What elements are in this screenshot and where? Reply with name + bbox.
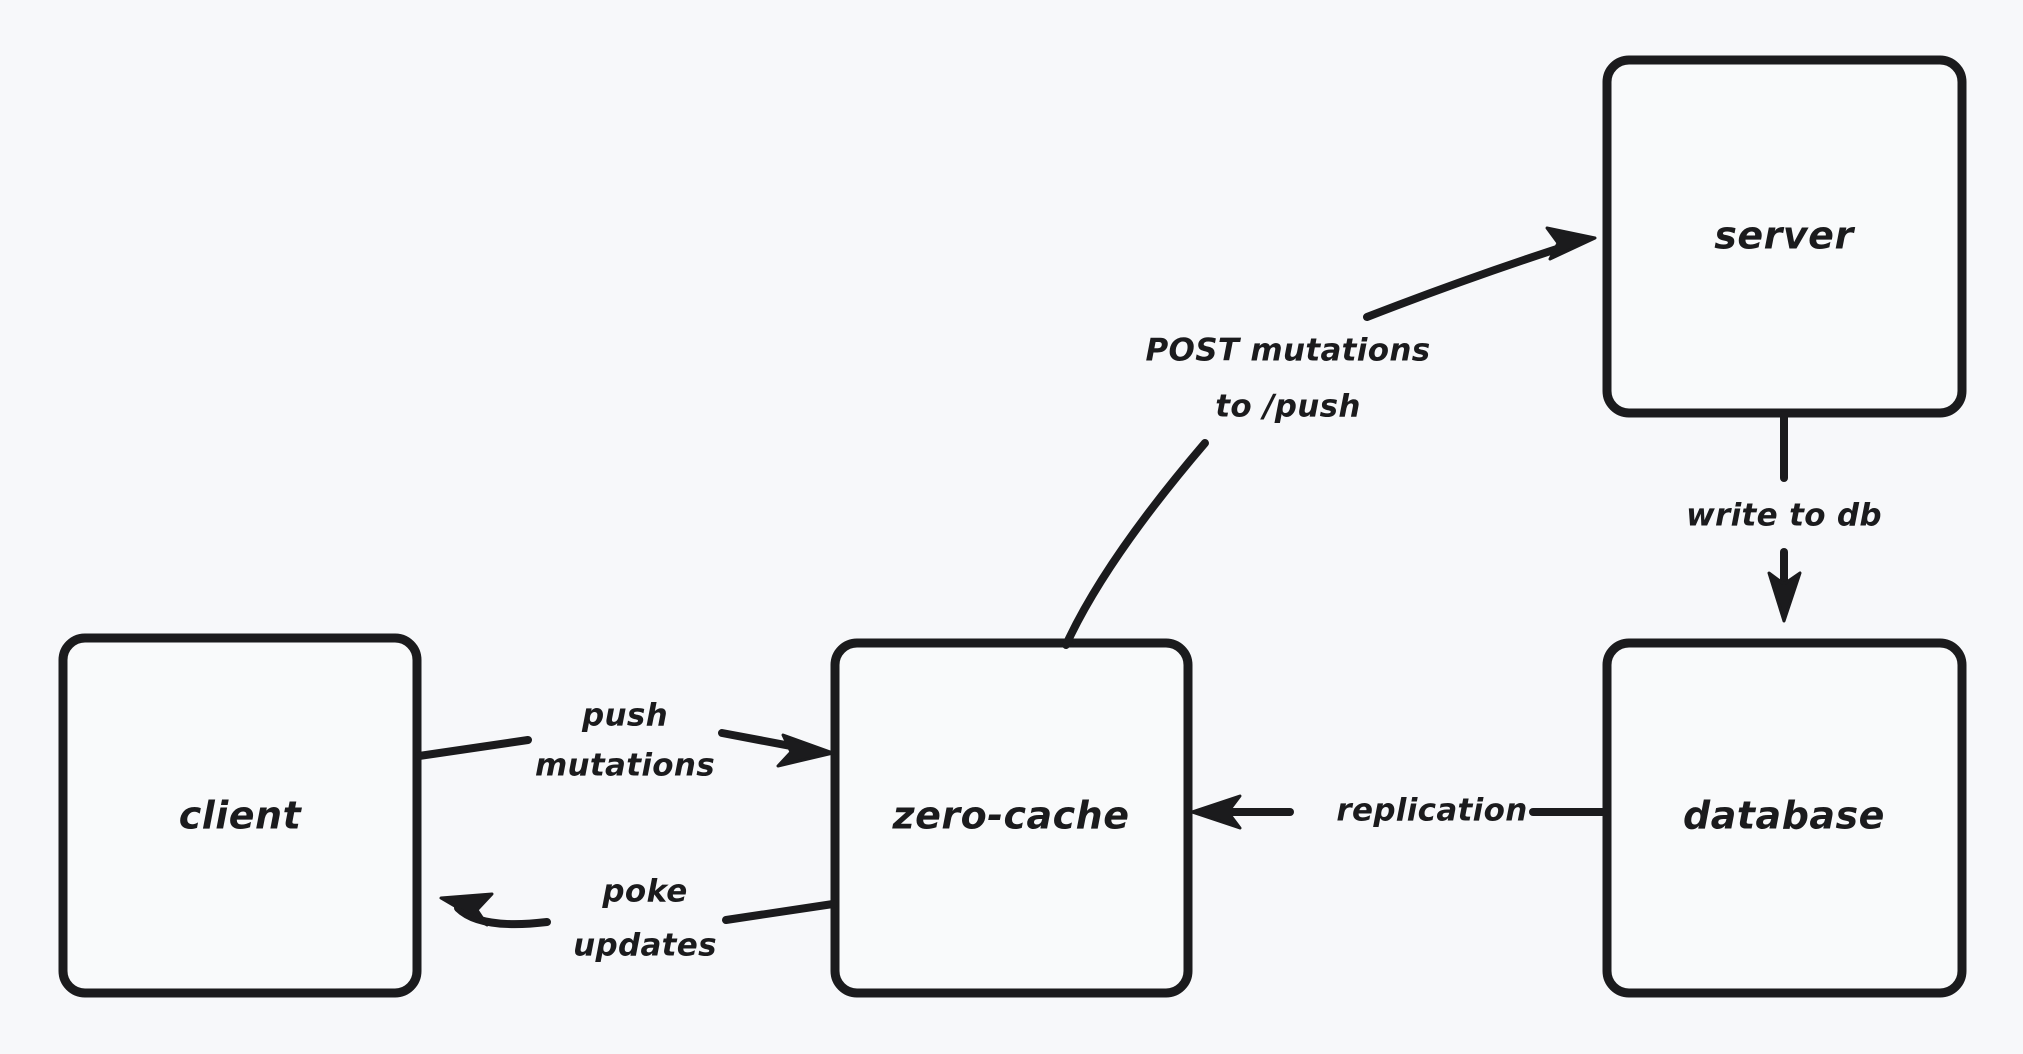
push-mutations-line-left [415, 736, 532, 760]
edge-replication: replication [1190, 793, 1609, 830]
client-box[interactable] [58, 633, 422, 998]
node-database[interactable]: database [1602, 638, 1967, 998]
zero-cache-box[interactable] [830, 638, 1193, 998]
server-label: server [1714, 214, 1855, 258]
push-mutations-label-line1: push [581, 698, 668, 734]
replication-label: replication [1336, 793, 1527, 829]
edge-post-mutations: POST mutations to /push [1062, 226, 1597, 649]
database-box[interactable] [1602, 638, 1967, 998]
post-mutations-curve-lower [1062, 439, 1209, 649]
edge-write-to-db: write to db [1686, 411, 1882, 623]
client-label: client [179, 794, 303, 838]
push-mutations-label-line2: mutations [535, 748, 715, 784]
database-label: database [1683, 794, 1885, 838]
post-mutations-label-line2: to /push [1215, 389, 1360, 425]
push-mutations-arrowhead [776, 733, 835, 768]
poke-updates-label-line2: updates [573, 928, 717, 964]
post-mutations-label-line1: POST mutations [1146, 333, 1431, 369]
zero-cache-label: zero-cache [891, 794, 1129, 838]
poke-updates-line-right [722, 900, 837, 924]
post-mutations-curve-upper [1363, 240, 1576, 321]
write-to-db-label: write to db [1686, 498, 1882, 534]
node-zero-cache[interactable]: zero-cache [830, 638, 1193, 998]
poke-updates-label-line1: poke [601, 874, 687, 910]
replication-arrowhead [1190, 794, 1242, 830]
node-client[interactable]: client [58, 633, 422, 998]
node-server[interactable]: server [1602, 55, 1967, 418]
edge-push-mutations: push mutations [415, 698, 835, 784]
post-mutations-arrowhead [1545, 226, 1597, 261]
write-to-db-arrowhead [1767, 571, 1802, 623]
edge-poke-updates: poke updates [439, 874, 837, 964]
poke-updates-arrowhead [439, 892, 494, 927]
